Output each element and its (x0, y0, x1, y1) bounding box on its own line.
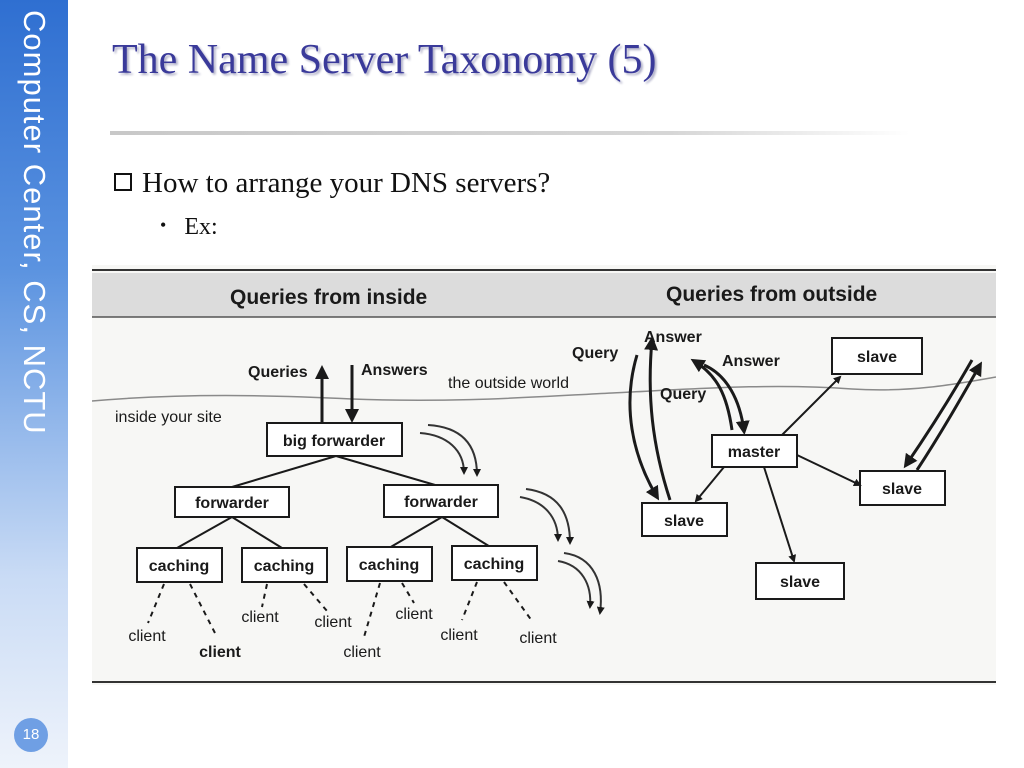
master-to-slave-arrows (694, 375, 862, 563)
page-number: 18 (14, 718, 48, 752)
dot-bullet-icon: • (160, 215, 167, 235)
forwarder-label-2: forwarder (404, 494, 478, 511)
bullet-main: How to arrange your DNS servers? (114, 167, 550, 200)
bullet-main-text: How to arrange your DNS servers? (142, 167, 551, 199)
bullet-sub: • Ex: (160, 214, 218, 241)
page-title: The Name Server Taxonomy (5) (112, 37, 657, 83)
slave-node-left (641, 502, 728, 537)
caching-node-1 (136, 547, 223, 583)
caching-node-2 (241, 547, 328, 583)
slave-node-top (831, 337, 923, 375)
caching-label-3: caching (359, 557, 419, 574)
sidebar-label: Computer Center, CS, NCTU (17, 10, 52, 435)
client-5: client (343, 644, 381, 661)
sidebar-title: Computer Center, CS, NCTU (6, 8, 62, 488)
dns-diagram-svg: Queries from inside Queries from outside… (91, 265, 997, 685)
client-dashed-lines (147, 581, 533, 638)
client-1: client (128, 628, 166, 645)
client-2: client (199, 644, 241, 661)
client-7: client (440, 627, 478, 644)
outside-world-label: the outside world (448, 375, 569, 392)
big-forwarder-node (266, 422, 403, 457)
big-forwarder-label: big forwarder (283, 433, 385, 450)
checkbox-bullet-icon (114, 173, 132, 191)
bullet-sub-text: Ex: (184, 214, 218, 240)
inside-site-label: inside your site (115, 409, 222, 426)
forwarding-curve-arrows (419, 424, 605, 615)
caching-label-4: caching (464, 556, 524, 573)
caching-label-1: caching (149, 558, 209, 575)
client-6: client (395, 606, 433, 623)
forwarder-label-1: forwarder (195, 495, 269, 512)
outside-header: Queries from outside (666, 283, 877, 306)
slave-label-top: slave (857, 349, 897, 366)
client-8: client (519, 630, 557, 647)
dns-diagram: Queries from inside Queries from outside… (91, 265, 997, 685)
inside-tree-lines (176, 455, 493, 549)
queries-label: Queries (248, 364, 308, 381)
slave-node-right (859, 470, 946, 506)
caching-node-3 (346, 546, 433, 582)
answer-label-right: Answer (722, 353, 780, 370)
slave-node-bottom (755, 562, 845, 600)
client-4: client (314, 614, 352, 631)
client-3: client (241, 609, 279, 626)
answer-label-top: Answer (644, 329, 702, 346)
query-label-right: Query (660, 386, 706, 403)
header-band (92, 273, 996, 317)
forwarder-node-1 (174, 486, 290, 518)
caching-label-2: caching (254, 558, 314, 575)
slave-label-right: slave (882, 481, 922, 498)
master-label: master (728, 444, 780, 461)
slave-label-left: slave (664, 513, 704, 530)
master-node (711, 434, 798, 468)
sidebar: Computer Center, CS, NCTU 18 (0, 0, 68, 768)
slave-label-bottom: slave (780, 574, 820, 591)
caching-node-4 (451, 545, 538, 581)
inside-header: Queries from inside (230, 286, 427, 309)
query-label-left: Query (572, 345, 618, 362)
answers-label: Answers (361, 362, 428, 379)
boundary-line (91, 376, 997, 402)
title-divider (110, 131, 910, 135)
outside-query-arrows (628, 336, 982, 501)
forwarder-node-2 (383, 484, 499, 518)
diagram-background (92, 265, 996, 685)
